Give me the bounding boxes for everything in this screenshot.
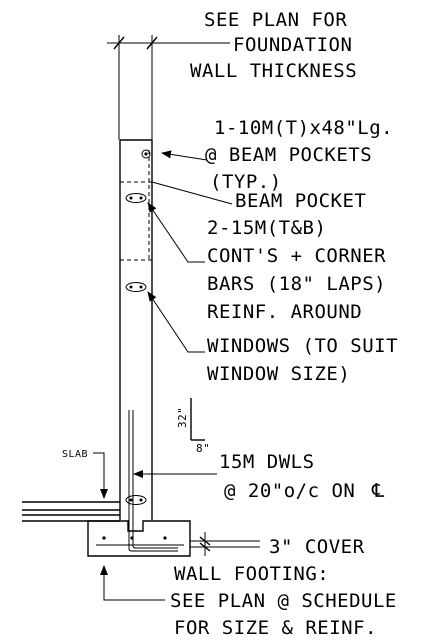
label-slab: SLAB — [62, 449, 88, 460]
wall-thickness-dimension — [107, 35, 230, 140]
note-dwls-line-1: 15M DWLS — [219, 451, 315, 473]
rebar-pair-upper — [125, 193, 147, 203]
note-pockets-line-1: 1-10M(T)x48"Lg. — [214, 117, 393, 139]
foundation-wall — [119, 139, 153, 520]
beam-pocket-leader — [151, 181, 233, 205]
note-footing-line-3: FOR SIZE & REINF. — [174, 617, 377, 639]
cover-dimension — [190, 532, 260, 556]
dimension-32-inch: 32" — [176, 407, 189, 428]
rebar-pair-lower — [125, 495, 147, 505]
note-footing-line-2: SEE PLAN @ SCHEDULE — [170, 590, 397, 612]
dimension-32x8-bar — [190, 398, 205, 441]
dimension-8-inch: 8" — [196, 442, 210, 455]
bars-leader-arrow-lower — [147, 291, 205, 353]
slab-leader-arrow — [93, 452, 108, 499]
note-footing-line-1: WALL FOOTING: — [174, 563, 329, 585]
pockets-leader-arrow — [161, 150, 208, 161]
note-see-plan-line-3: WALL THICKNESS — [190, 60, 357, 82]
centerline-symbol: ℄ — [371, 480, 385, 502]
wall-footing — [87, 520, 191, 557]
note-see-plan-line-1: SEE PLAN FOR — [204, 9, 347, 31]
floor-slab — [22, 501, 120, 522]
note-bars-line-4: REINF. AROUND — [207, 301, 362, 323]
note-see-plan-line-2: FOUNDATION — [233, 34, 352, 56]
footing-leader-arrow — [100, 565, 165, 601]
note-bars-line-1: 2-15M(T&B) — [207, 217, 326, 239]
note-dwls-line-2: @ 20"o/c ON — [224, 480, 355, 502]
note-bars-line-5: WINDOWS (TO SUIT — [207, 335, 398, 357]
note-beam-pocket: BEAM POCKET — [235, 190, 366, 212]
note-bars-line-6: WINDOW SIZE) — [207, 363, 350, 385]
rebar-pair-middle — [125, 282, 147, 292]
note-pockets-line-3: (TYP.) — [210, 171, 282, 193]
note-cover: 3" COVER — [269, 536, 365, 558]
note-bars-line-3: BARS (18" LAPS) — [207, 273, 386, 295]
dowel-bars — [128, 410, 178, 552]
note-pockets-line-2: @ BEAM POCKETS — [205, 144, 372, 166]
note-bars-line-2: CONT'S + CORNER — [207, 245, 386, 267]
bars-leader-arrow-upper — [147, 202, 205, 263]
rebar-top-pocket — [141, 149, 151, 159]
